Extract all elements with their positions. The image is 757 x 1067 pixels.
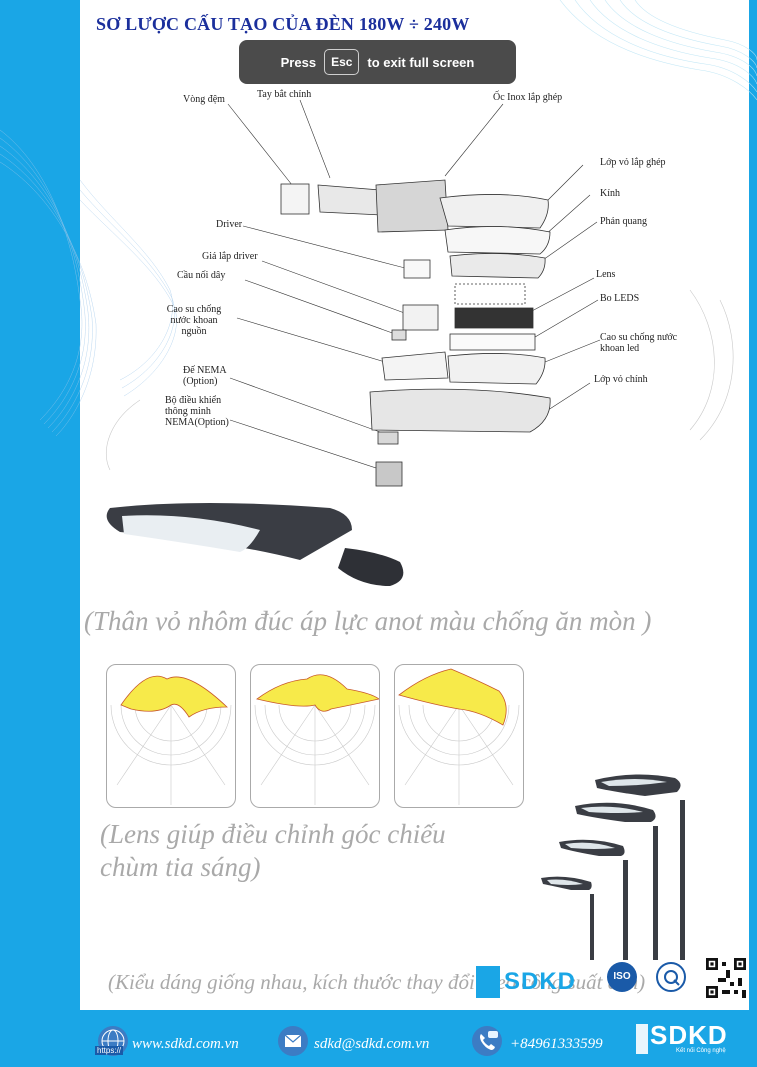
label-lop-vo-lap-ghep: Lớp vỏ lắp ghép bbox=[600, 157, 666, 168]
footer-logo-subtitle: Kết nối Công nghệ bbox=[676, 1048, 726, 1054]
glass-part bbox=[444, 226, 551, 255]
connector-part bbox=[391, 329, 407, 341]
label-phan-quang: Phản quang bbox=[600, 216, 647, 227]
footer-logo-text: SDKD bbox=[650, 1020, 728, 1050]
beam-pattern-3 bbox=[394, 664, 524, 808]
label-bo-leds: Bo LEDS bbox=[600, 293, 640, 304]
label-kinh: Kính bbox=[600, 188, 620, 199]
luminaire-photo bbox=[106, 503, 404, 586]
label-cao-su-khoan-nguon: Cao su chống nước khoan nguồn bbox=[166, 304, 222, 337]
label-driver: Driver bbox=[216, 219, 243, 230]
housing-cover-part bbox=[375, 179, 449, 233]
label-cao-su-khoan-led: Cao su chống nước khoan led bbox=[600, 332, 678, 354]
lower-shell-part bbox=[447, 353, 546, 385]
caption-body: (Thân vỏ nhôm đúc áp lực anot màu chống … bbox=[84, 606, 652, 636]
label-gia-lap-driver: Giá lắp driver bbox=[202, 251, 258, 262]
size-range-illustration bbox=[541, 774, 685, 960]
nema-controller-part bbox=[375, 461, 403, 487]
label-oc-inox: Ốc Inox lắp ghép bbox=[493, 92, 563, 103]
led-gasket-part bbox=[449, 333, 536, 351]
top-shell-part bbox=[439, 194, 549, 229]
led-board-part bbox=[454, 307, 534, 329]
mail-icon bbox=[278, 1026, 308, 1056]
driver-bracket-part bbox=[402, 304, 439, 331]
mounting-arm-part bbox=[317, 184, 383, 216]
nema-base-part bbox=[377, 431, 399, 445]
beam-pattern-2 bbox=[250, 664, 380, 808]
footer-sdkd-logo: SDKD Kết nối Công nghệ bbox=[636, 1020, 750, 1058]
label-bo-dieu-khien: Bộ điều khiển thông minh NEMA(Option) bbox=[165, 395, 229, 428]
power-gasket-part bbox=[381, 351, 449, 381]
beam-pattern-1 bbox=[106, 664, 236, 808]
esc-key-badge[interactable]: Esc bbox=[324, 49, 360, 75]
gasket-part bbox=[280, 183, 310, 215]
parts bbox=[280, 179, 551, 487]
main-body-part bbox=[369, 388, 551, 433]
sdkd-badge: SDKD bbox=[476, 966, 588, 998]
lens-part bbox=[454, 283, 526, 305]
driver-part bbox=[403, 259, 431, 279]
qr-code-icon[interactable] bbox=[706, 958, 746, 998]
footer-website[interactable]: www.sdkd.com.vn bbox=[132, 1036, 239, 1052]
quality-cert-icon bbox=[656, 962, 686, 992]
page-title: SƠ LƯỢC CẤU TẠO CỦA ĐÈN 180W ÷ 240W bbox=[96, 14, 470, 34]
caption-sizes: (Kiểu dáng giống nhau, kích thước thay đ… bbox=[108, 970, 646, 994]
label-vong-dem: Vòng đệm bbox=[183, 94, 225, 105]
footer-phone[interactable]: +84961333599 bbox=[510, 1036, 603, 1052]
https-badge: https:// bbox=[95, 1046, 124, 1055]
label-lens: Lens bbox=[596, 269, 616, 280]
toast-message-text: to exit full screen bbox=[367, 54, 475, 70]
footer-email[interactable]: sdkd@sdkd.com.vn bbox=[314, 1036, 430, 1052]
leader-lines bbox=[227, 99, 601, 471]
iso-badge: ISO bbox=[607, 962, 637, 992]
label-lop-vo-chinh: Lớp vỏ chính bbox=[594, 374, 648, 385]
caption-lens: (Lens giúp điều chỉnh góc chiếu chùm tia… bbox=[100, 819, 446, 882]
fullscreen-toast: Press Esc to exit full screen bbox=[239, 40, 516, 84]
label-tay-bat-chinh: Tay bắt chỉnh bbox=[257, 89, 312, 100]
label-cau-noi-day: Cầu nối dây bbox=[177, 270, 226, 281]
label-de-nema: Đế NEMA (Option) bbox=[183, 365, 227, 387]
toast-press-text: Press bbox=[280, 54, 317, 70]
reflector-part bbox=[449, 253, 546, 279]
phone-chat-icon bbox=[472, 1026, 502, 1056]
sdkd-badge-text: SDKD bbox=[504, 968, 577, 995]
right-blue-band bbox=[749, 0, 757, 1010]
